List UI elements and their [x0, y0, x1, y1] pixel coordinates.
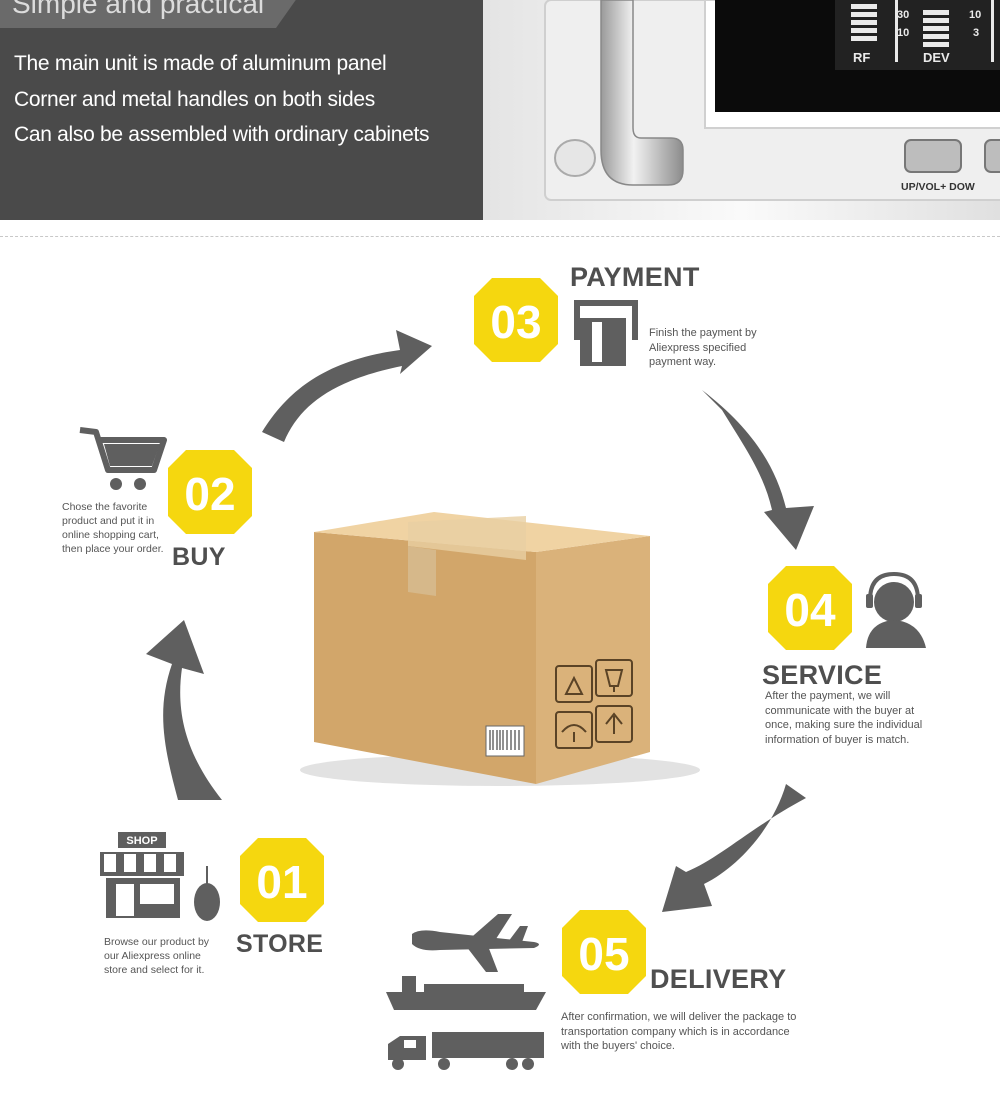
- airplane-icon: [412, 914, 539, 972]
- arrow-payment-to-service: [702, 390, 814, 550]
- feature-line: Can also be assembled with ordinary cabi…: [14, 123, 430, 146]
- step-buy: 02: [79, 427, 252, 534]
- badge-03-number: 03: [490, 296, 541, 348]
- arrow-buy-to-payment: [262, 330, 432, 442]
- step-delivery: 05: [386, 910, 646, 1070]
- headset-agent-icon: [866, 571, 926, 648]
- truck-icon: [388, 1032, 544, 1070]
- meter-dev-label: DEV: [923, 50, 950, 65]
- cargo-ship-icon: [386, 976, 546, 1010]
- badge-05: [562, 910, 646, 994]
- badge-02-number: 02: [184, 468, 235, 520]
- badge-03: [474, 278, 558, 362]
- banner-tag-label: Simple and practical: [12, 0, 265, 19]
- device-photo: 30 10 RF 10 3 DEV UP/VOL+ DOW: [483, 0, 1000, 220]
- device-front-panel: 30 10 RF 10 3 DEV UP/VOL+ DOW: [483, 0, 1000, 220]
- banner-tag: Simple and practical: [0, 0, 300, 28]
- cardboard-box-image: [300, 512, 700, 786]
- meter-rf-value-1: 30: [897, 9, 909, 21]
- transport-icons: [386, 914, 546, 1070]
- meter-dev-value-1: 10: [969, 9, 981, 21]
- banner-text-panel: Simple and practical The main unit is ma…: [0, 0, 483, 220]
- step-payment: 03: [474, 278, 638, 366]
- badge-01: [240, 838, 324, 922]
- step-title-buy: BUY: [172, 543, 226, 571]
- product-banner: Simple and practical The main unit is ma…: [0, 0, 1000, 220]
- step-store: SHOP 01: [100, 832, 324, 922]
- meter-dev-value-2: 3: [973, 27, 979, 39]
- section-divider: [0, 236, 1000, 237]
- meter-rf-value-2: 10: [897, 27, 909, 39]
- card-slot-icon: [574, 300, 638, 366]
- step-desc-buy: Chose the favorite product and put it in…: [62, 501, 164, 555]
- step-desc-delivery: After confirmation, we will deliver the …: [561, 1011, 797, 1052]
- step-title-payment: PAYMENT: [570, 262, 700, 292]
- badge-02: [168, 450, 252, 534]
- step-desc-service: After the payment, we will communicate w…: [765, 690, 923, 746]
- step-title-delivery: DELIVERY: [650, 964, 787, 994]
- shopping-cart-icon: [79, 427, 167, 490]
- badge-04: [768, 566, 852, 650]
- arrow-service-to-delivery: [662, 784, 806, 912]
- badge-05-number: 05: [578, 928, 629, 980]
- step-desc-payment: Finish the payment by Aliexpress specifi…: [649, 327, 757, 368]
- feature-line: Corner and metal handles on both sides: [14, 88, 376, 111]
- arrow-store-to-buy: [146, 620, 222, 800]
- shop-icon: SHOP: [100, 832, 220, 921]
- step-service: 04: [768, 566, 926, 650]
- step-title-store: STORE: [236, 930, 324, 958]
- purchase-process-diagram: SHOP 01 02 03: [79, 278, 926, 1070]
- step-desc-store: Browse our product by our Aliexpress onl…: [104, 936, 210, 976]
- step-title-service: SERVICE: [762, 660, 883, 690]
- shop-sign: SHOP: [126, 835, 157, 847]
- badge-01-number: 01: [256, 856, 307, 908]
- meter-rf-label: RF: [853, 50, 870, 65]
- feature-line: The main unit is made of aluminum panel: [14, 52, 387, 75]
- device-button-label: UP/VOL+ DOW: [901, 181, 975, 193]
- badge-04-number: 04: [784, 584, 836, 636]
- process-arrows: [146, 330, 814, 912]
